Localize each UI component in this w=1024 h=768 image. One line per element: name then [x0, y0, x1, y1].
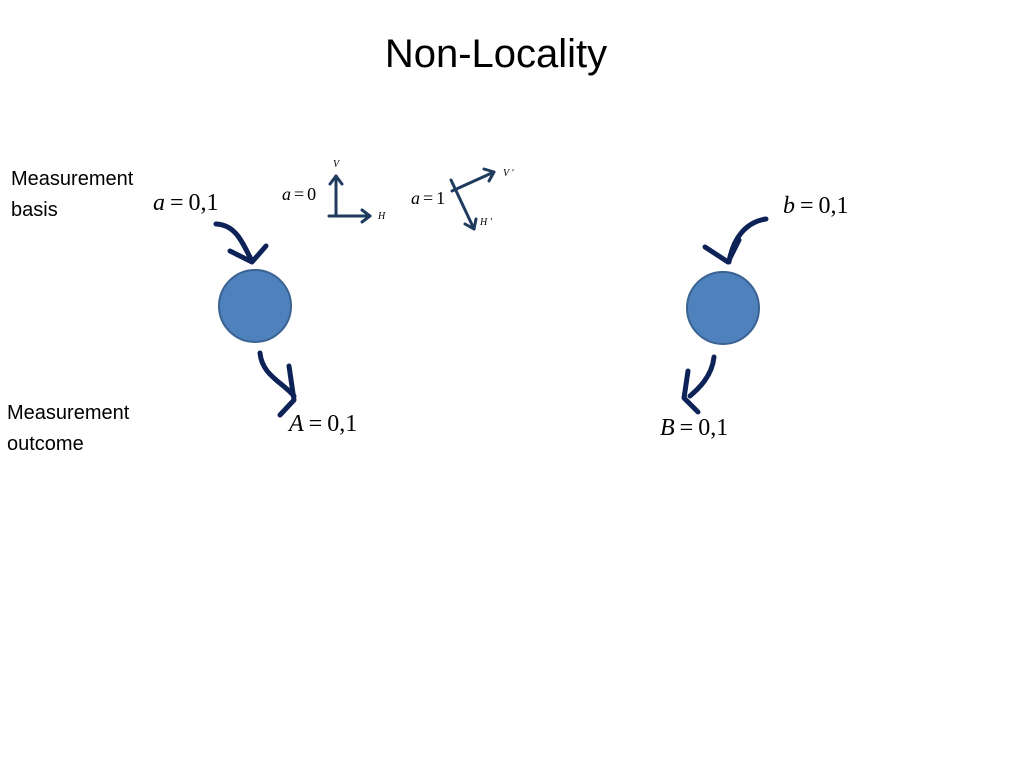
bob-particle — [686, 271, 760, 345]
basis-0-h-label: H — [378, 211, 386, 222]
basis-1-h-prime-arrow — [449, 178, 476, 231]
alice-basis-values: 0,1 — [188, 190, 219, 216]
bob-outcome-equation: B=0,1 — [660, 415, 728, 442]
bob-outcome-arrow — [687, 354, 717, 399]
bob-outcome-arrow-head — [681, 368, 701, 415]
basis-1-h-label: H ' — [480, 217, 492, 228]
bob-basis-equals: = — [800, 193, 814, 219]
bob-outcome-variable: B — [660, 415, 675, 441]
basis-1-v-prime-arrow — [450, 170, 496, 193]
basis-0-horizontal-arrow-head — [360, 208, 372, 224]
basis-1-equation: a=1 — [411, 188, 445, 209]
alice-outcome-variable: A — [289, 411, 304, 437]
measurement-basis-label-line1: Measurement — [11, 168, 134, 190]
alice-outcome-values: 0,1 — [327, 411, 358, 437]
measurement-basis-label: Measurement basis — [11, 164, 133, 226]
alice-basis-equals: = — [170, 190, 184, 216]
bob-basis-arrow — [726, 216, 769, 265]
measurement-outcome-label: Measurement outcome — [7, 398, 129, 460]
basis-0-vertical-arrow-head — [328, 174, 344, 186]
basis-0-value: 0 — [307, 184, 317, 204]
bob-basis-equation: b=0,1 — [783, 193, 849, 220]
alice-outcome-equals: = — [308, 411, 323, 437]
page-title: Non-Locality — [384, 32, 608, 76]
alice-basis-arrow-head — [227, 243, 269, 265]
basis-1-value: 1 — [436, 188, 446, 208]
alice-outcome-arrow-head — [277, 363, 297, 418]
alice-particle — [218, 269, 292, 343]
measurement-basis-label-line2: basis — [11, 199, 58, 221]
alice-basis-variable: a — [153, 190, 165, 216]
bob-basis-values: 0,1 — [818, 193, 849, 219]
basis-0-equation: a=0 — [282, 184, 316, 205]
alice-outcome-equation: A=0,1 — [289, 411, 357, 438]
basis-0-equals: = — [294, 184, 305, 204]
basis-1-v-label: V ' — [503, 168, 514, 179]
alice-basis-equation: a=0,1 — [153, 190, 219, 217]
basis-1-v-prime-arrow-head — [482, 167, 496, 183]
alice-basis-arrow — [213, 221, 255, 264]
measurement-outcome-label-line2: outcome — [7, 433, 84, 455]
bob-outcome-values: 0,1 — [698, 415, 729, 441]
measurement-outcome-label-line1: Measurement — [7, 402, 130, 424]
basis-1-variable: a — [411, 188, 420, 208]
basis-1-equals: = — [423, 188, 434, 208]
bob-basis-arrow-head — [702, 237, 742, 265]
basis-0-variable: a — [282, 184, 291, 204]
bob-outcome-equals: = — [679, 415, 694, 441]
basis-1-h-prime-arrow-head — [463, 217, 478, 231]
bob-basis-variable: b — [783, 193, 795, 219]
basis-0-v-label: V — [333, 159, 340, 170]
